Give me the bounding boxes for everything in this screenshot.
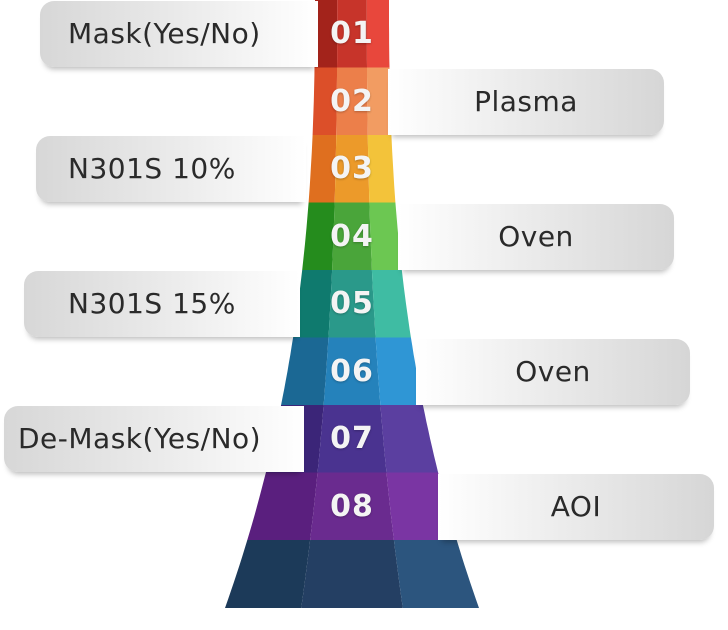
funnel-band-03-segment-2 [334, 135, 370, 203]
funnel-base-segment-3 [393, 540, 479, 608]
funnel-band-02-segment-1 [312, 67, 337, 135]
funnel-band-07-segment-2 [317, 405, 387, 473]
step-number-07: 07 [330, 421, 374, 456]
funnel-band-02-segment-2 [336, 67, 368, 135]
funnel-band-07-segment-3 [380, 405, 439, 473]
funnel-band-01-segment-3 [366, 0, 390, 68]
funnel-base-segment-2 [301, 540, 403, 608]
step-label-03: N301S 10% [36, 136, 306, 202]
step-label-07: De-Mask(Yes/No) [4, 406, 304, 472]
step-number-06: 06 [330, 353, 374, 389]
step-label-08: AOI [438, 473, 714, 540]
funnel-band-03-segment-1 [308, 135, 337, 203]
funnel-band-04-segment-1 [302, 202, 335, 270]
step-label-04: Oven [398, 203, 674, 270]
step-number-08: 08 [330, 488, 374, 524]
step-number-04: 04 [330, 218, 374, 254]
step-label-06: Oven [416, 338, 690, 405]
funnel-band-05-segment-1 [293, 270, 333, 338]
step-number-03: 03 [330, 151, 374, 186]
step-label-05: N301S 15% [24, 271, 300, 337]
step-number-01: 01 [330, 16, 374, 51]
funnel-band-04-segment-3 [369, 202, 402, 270]
funnel-band-05-segment-2 [328, 270, 376, 338]
funnel-band-02-segment-3 [367, 67, 392, 135]
step-label-02: Plasma [388, 68, 664, 135]
funnel-band-01-segment-2 [337, 0, 367, 68]
step-number-05: 05 [330, 286, 374, 321]
funnel-base-segment-1 [225, 540, 311, 608]
funnel-band-03-segment-3 [367, 135, 396, 203]
step-label-01: Mask(Yes/No) [40, 1, 318, 67]
funnel-band-06-segment-1 [281, 337, 329, 405]
funnel-band-04-segment-2 [332, 202, 372, 270]
funnel-band-08-segment-2 [310, 472, 394, 540]
funnel-band-06-segment-2 [323, 337, 381, 405]
funnel-band-01-segment-1 [314, 0, 338, 68]
funnel-band-06-segment-3 [375, 337, 423, 405]
funnel-band-08-segment-1 [247, 472, 318, 540]
funnel-band-05-segment-3 [371, 270, 411, 338]
step-number-02: 02 [330, 83, 374, 119]
